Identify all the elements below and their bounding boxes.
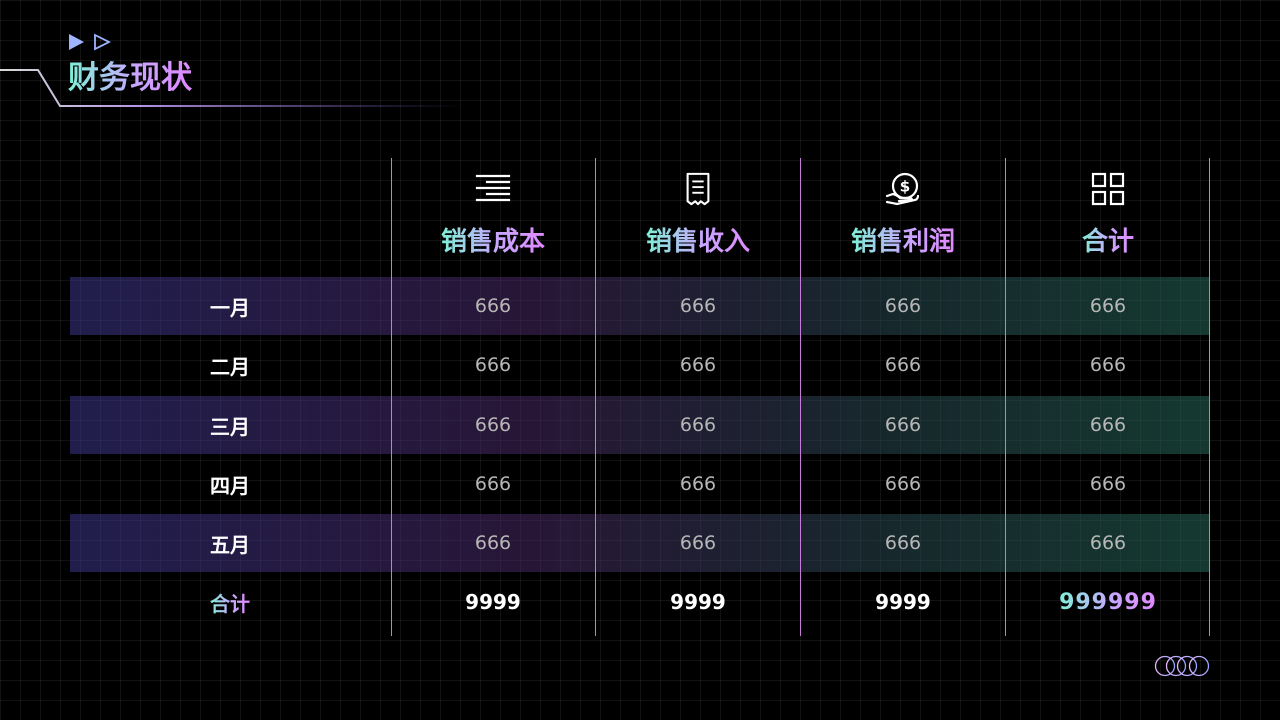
column-header-cost: 销售成本 bbox=[391, 158, 595, 277]
play-outline-icon bbox=[94, 33, 112, 51]
table-cell: 666 bbox=[474, 354, 512, 376]
row-label: 五月 bbox=[210, 532, 250, 557]
total-cell: 9999 bbox=[670, 590, 726, 614]
row-label: 四月 bbox=[210, 473, 250, 498]
table-cell: 666 bbox=[679, 295, 717, 317]
play-icons bbox=[69, 33, 112, 51]
table-cell: 666 bbox=[884, 473, 922, 495]
column-header-label: 销售利润 bbox=[850, 227, 955, 257]
column-header-label: 销售收入 bbox=[645, 227, 750, 257]
decorative-circles bbox=[1154, 655, 1210, 677]
column-divider bbox=[1005, 158, 1006, 636]
grand-total-text: 999999 bbox=[1059, 589, 1157, 615]
row-label: 一月 bbox=[210, 295, 250, 320]
table-row: 四月 666 666 666 666 bbox=[70, 455, 1210, 513]
table-cell: 666 bbox=[474, 532, 512, 554]
table-cell: 666 bbox=[1089, 473, 1127, 495]
column-divider bbox=[1209, 158, 1210, 636]
column-header-label: 销售成本 bbox=[440, 227, 545, 257]
table-cell: 666 bbox=[1089, 295, 1127, 317]
finance-table: 一月 666 666 666 666 二月 666 666 666 666 三月… bbox=[70, 158, 1210, 636]
hand-dollar-coin-icon: $ bbox=[885, 172, 920, 206]
total-cell: 9999 bbox=[875, 590, 931, 614]
table-cell: 666 bbox=[884, 295, 922, 317]
table-row: 二月 666 666 666 666 bbox=[70, 336, 1210, 394]
grand-total-cell: 999999 bbox=[1006, 573, 1210, 631]
title-underline bbox=[0, 69, 465, 107]
column-divider bbox=[595, 158, 596, 636]
row-label: 三月 bbox=[210, 414, 250, 439]
table-cell: 666 bbox=[474, 295, 512, 317]
total-row: 合计 9999 9999 9999 999999 bbox=[70, 573, 1210, 631]
table-cell: 666 bbox=[679, 354, 717, 376]
table-cell: 666 bbox=[474, 473, 512, 495]
table-row: 一月 666 666 666 666 bbox=[70, 277, 1210, 335]
play-filled-icon bbox=[69, 34, 84, 50]
table-cell: 666 bbox=[1089, 532, 1127, 554]
table-cell: 666 bbox=[884, 354, 922, 376]
table-cell: 666 bbox=[884, 532, 922, 554]
table-cell: 666 bbox=[679, 414, 717, 436]
table-cell: 666 bbox=[679, 473, 717, 495]
table-cell: 666 bbox=[1089, 414, 1127, 436]
table-cell: 666 bbox=[474, 414, 512, 436]
row-label: 二月 bbox=[210, 354, 250, 379]
table-cell: 666 bbox=[679, 532, 717, 554]
align-right-lines-icon bbox=[475, 174, 511, 202]
column-header-revenue: 销售收入 bbox=[596, 158, 800, 277]
column-divider bbox=[800, 158, 801, 636]
total-cell: 9999 bbox=[465, 590, 521, 614]
table-row: 三月 666 666 666 666 bbox=[70, 396, 1210, 454]
svg-text:$: $ bbox=[900, 178, 910, 196]
column-header-profit: $ 销售利润 bbox=[801, 158, 1005, 277]
receipt-icon bbox=[686, 172, 710, 206]
page-title: 财务现状 bbox=[68, 60, 192, 96]
column-header-total: 合计 bbox=[1006, 158, 1210, 277]
table-row: 五月 666 666 666 666 bbox=[70, 514, 1210, 572]
total-label-text: 合计 bbox=[210, 588, 250, 617]
table-cell: 666 bbox=[884, 414, 922, 436]
total-label: 合计 bbox=[70, 573, 390, 631]
column-header-label: 合计 bbox=[1081, 227, 1134, 257]
table-cell: 666 bbox=[1089, 354, 1127, 376]
column-divider bbox=[391, 158, 392, 636]
grid-squares-icon bbox=[1091, 172, 1125, 206]
